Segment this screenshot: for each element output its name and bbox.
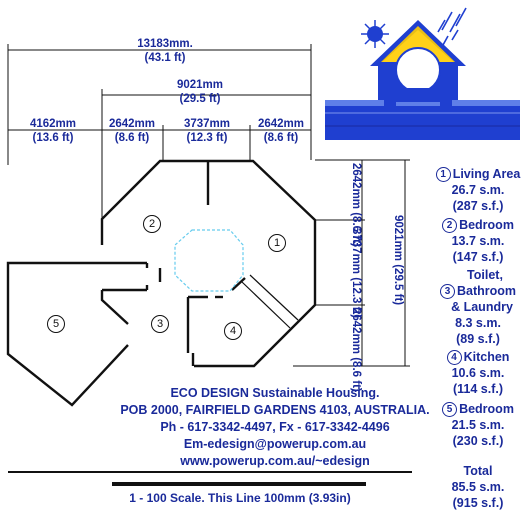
legend-total-sf: (915 s.f.) (452, 496, 504, 510)
legend-sm-3: 8.3 s.m. (455, 316, 501, 330)
legend-total: Total 85.5 s.m. (915 s.f.) (428, 463, 528, 511)
legend-num-3: 3 (439, 284, 455, 299)
company-address: POB 2000, FAIRFIELD GARDENS 4103, AUSTRA… (120, 403, 430, 417)
dim-4162: 4162mm (13.6 ft) (18, 117, 88, 145)
legend-sf-1: (287 s.f.) (452, 199, 504, 213)
legend-name-2: Bedroom (459, 218, 514, 232)
legend-sm-5: 21.5 s.m. (451, 418, 505, 432)
legend-sf-3: (89 s.f.) (456, 332, 500, 346)
dim-3737-ft: (12.3 ft) (186, 132, 228, 144)
legend-name-5: Bedroom (459, 402, 514, 416)
legend-total-sm: 85.5 s.m. (451, 480, 505, 494)
dimension-lines (7, 44, 410, 367)
company-email: Em-edesign@powerup.com.au (183, 437, 367, 451)
legend-total-label: Total (463, 464, 493, 478)
legend-num-1: 1 (435, 167, 451, 182)
dim-overall-ft: (43.1 ft) (144, 52, 186, 64)
vdim-3737: 3737mm (12.3 ft) (350, 228, 362, 319)
dim-house-mm: 9021mm (176, 79, 224, 91)
dim-4162-ft: (13.6 ft) (32, 132, 74, 144)
room-marker-5: 5 (47, 315, 65, 333)
dim-2642-b-mm: 2642mm (257, 118, 305, 130)
dim-house: 9021mm (29.5 ft) (155, 78, 245, 106)
dim-2642-a-mm: 2642mm (108, 118, 156, 130)
dim-2642-a: 2642mm (8.6 ft) (101, 117, 163, 145)
room-marker-3: 3 (151, 315, 169, 333)
company-website[interactable]: www.powerup.com.au/~edesign (180, 454, 370, 468)
legend-sf-5: (230 s.f.) (452, 434, 504, 448)
dim-house-ft: (29.5 ft) (179, 93, 221, 105)
legend-sf-2: (147 s.f.) (452, 250, 504, 264)
legend-sf-4: (114 s.f.) (452, 382, 504, 396)
legend-num-4: 4 (446, 350, 462, 365)
central-core (174, 229, 299, 329)
room-marker-4: 4 (224, 322, 242, 340)
legend-sm-2: 13.7 s.m. (451, 234, 505, 248)
legend-sm-4: 10.6 s.m. (451, 366, 505, 380)
vdim-9021: 9021mm (29.5 ft) (392, 215, 404, 306)
room-marker-1: 1 (268, 234, 286, 252)
company-name: ECO DESIGN Sustainable Housing. (170, 386, 380, 400)
legend-name-3b: Bathroom (456, 284, 517, 298)
dim-4162-mm: 4162mm (29, 118, 77, 130)
vdim-2642-top: 2642mm (8.6 ft) (350, 163, 362, 247)
company-phone: Ph - 617-3342-4497, Fx - 617-3342-4496 (160, 420, 390, 434)
legend-sm-1: 26.7 s.m. (451, 183, 505, 197)
legend-num-5: 5 (442, 402, 458, 417)
dim-overall: 13183mm. (43.1 ft) (120, 37, 210, 65)
dim-2642-b-ft: (8.6 ft) (263, 132, 299, 144)
eco-design-logo (325, 7, 520, 140)
room-marker-2: 2 (143, 215, 161, 233)
legend-name-3a: Toilet, (467, 268, 503, 282)
legend-name-3c: & Laundry (451, 300, 513, 314)
legend-name-1: Living Area (452, 167, 521, 181)
dim-overall-mm: 13183mm. (137, 38, 193, 50)
legend-num-2: 2 (442, 218, 458, 233)
dim-3737: 3737mm (12.3 ft) (172, 117, 242, 145)
legend-name-4: Kitchen (463, 350, 510, 364)
walls (6, 159, 317, 407)
dim-2642-b: 2642mm (8.6 ft) (250, 117, 312, 145)
dim-2642-a-ft: (8.6 ft) (114, 132, 150, 144)
scale-caption: 1 - 100 Scale. This Line 100mm (3.93in) (129, 491, 351, 505)
vdim-2642-bot: 2642mm (8.6 ft) (350, 308, 362, 392)
dim-3737-mm: 3737mm (183, 118, 231, 130)
